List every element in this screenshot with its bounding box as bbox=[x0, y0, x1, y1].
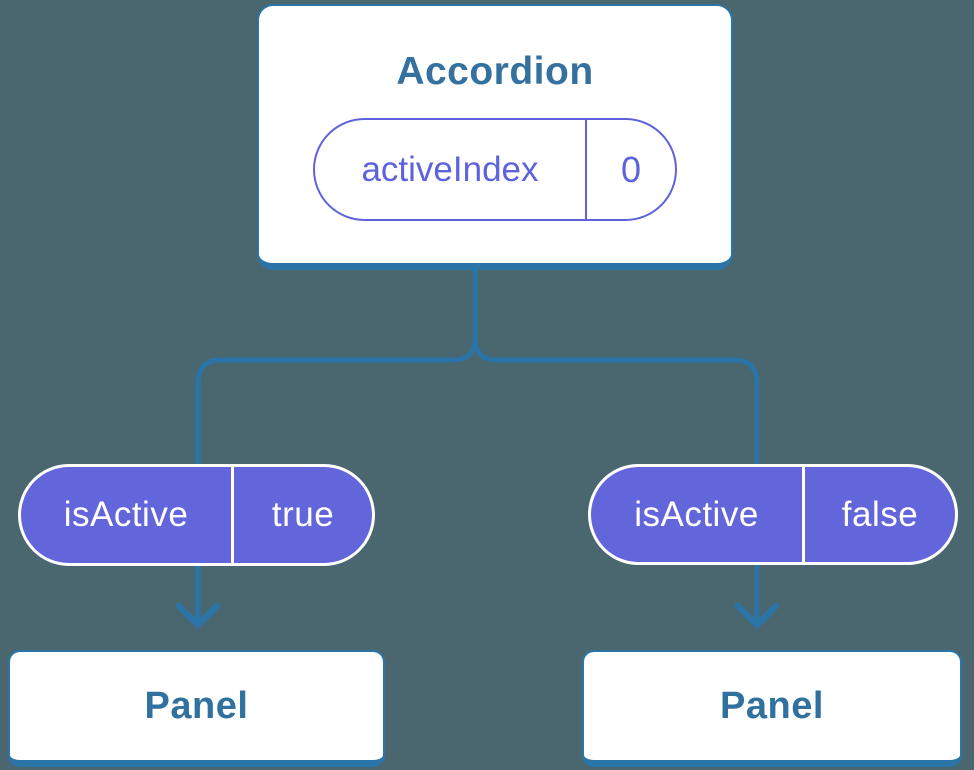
prop-pill-name: isActive bbox=[634, 494, 759, 534]
prop-pill-name: isActive bbox=[63, 495, 189, 534]
prop-pill-value: false bbox=[802, 467, 955, 562]
prop-pill-isactive-true: isActive true bbox=[18, 464, 375, 566]
state-pill-activeindex: activeIndex 0 bbox=[313, 118, 677, 221]
branch-line-left bbox=[195, 266, 478, 620]
state-pill-name: activeIndex bbox=[361, 149, 539, 189]
prop-pill-isactive-false: isActive false bbox=[588, 464, 958, 565]
panel-title: Panel bbox=[720, 684, 824, 727]
panel-title: Panel bbox=[144, 684, 249, 727]
branch-line-right bbox=[472, 337, 760, 620]
prop-pill-value: true bbox=[231, 467, 372, 563]
panel-component-box-right: Panel bbox=[582, 650, 962, 767]
state-pill-value: 0 bbox=[585, 120, 675, 219]
arrow-down-icon bbox=[734, 602, 780, 629]
accordion-title: Accordion bbox=[396, 50, 594, 93]
panel-component-box-left: Panel bbox=[8, 650, 385, 767]
arrow-down-icon bbox=[175, 602, 221, 629]
